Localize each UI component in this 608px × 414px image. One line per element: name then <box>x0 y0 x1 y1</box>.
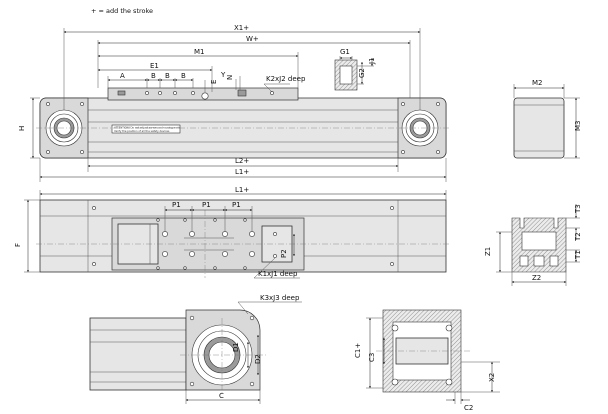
dimension-labels: X1+ W+ M1 E1 A B B B E Y N K2xJ2 deep G1… <box>14 24 582 412</box>
label-f: F <box>14 243 22 247</box>
label-m2: M2 <box>532 79 543 87</box>
label-n: N <box>226 75 234 80</box>
label-x1: X1+ <box>234 24 249 32</box>
label-y: Y <box>220 71 226 79</box>
front-view-dimensions <box>30 28 447 182</box>
label-l1-top: L1+ <box>235 168 249 176</box>
label-l2: L2+ <box>235 157 249 165</box>
stroke-note: + = add the stroke <box>91 7 153 15</box>
label-j1: J1 <box>368 57 376 65</box>
plan-view <box>36 199 450 278</box>
bore-detail <box>334 56 374 91</box>
end-view <box>513 84 580 159</box>
label-t2: T2 <box>574 232 582 242</box>
warning-line-1: ATTENTION! Do not adjust screws on housi… <box>114 126 180 130</box>
label-t1: T1 <box>574 250 582 260</box>
label-k2j2: K2xJ2 deep <box>266 75 306 83</box>
warning-line-2: Verify the position of all the safety de… <box>114 129 170 133</box>
label-x2: X2 <box>488 373 496 382</box>
label-e1: E1 <box>150 62 159 70</box>
label-p2: P2 <box>280 249 288 258</box>
profile-section <box>496 204 580 286</box>
carriage-holes <box>156 218 277 270</box>
label-c1: C1+ <box>354 343 362 358</box>
label-p1a: P1 <box>172 201 181 209</box>
label-d2: D2 <box>254 354 262 364</box>
label-z2: Z2 <box>532 274 541 282</box>
label-t3: T3 <box>574 204 582 214</box>
label-m3: M3 <box>574 121 582 132</box>
label-g1: G1 <box>340 48 350 56</box>
label-k1j1: K1xJ1 deep <box>258 270 298 278</box>
label-a: A <box>120 72 125 80</box>
front-view: ATTENTION! Do not adjust screws on housi… <box>36 87 450 159</box>
carriage-section <box>366 309 500 404</box>
label-z1: Z1 <box>484 247 492 256</box>
label-b3: B <box>181 72 186 80</box>
label-g2: G2 <box>358 68 366 78</box>
label-e: E <box>210 80 218 84</box>
label-b2: B <box>165 72 170 80</box>
label-w: W+ <box>246 35 259 43</box>
pulley-detail <box>89 301 302 404</box>
label-c2: C2 <box>464 404 473 412</box>
label-p1c: P1 <box>232 201 241 209</box>
label-m1: M1 <box>194 48 205 56</box>
label-c: C <box>219 392 224 400</box>
plan-view-dimensions <box>24 190 447 279</box>
label-d1: D1 <box>232 342 240 352</box>
label-h: H <box>18 126 26 131</box>
label-k3j3: K3xJ3 deep <box>260 294 300 302</box>
label-l1-mid: L1+ <box>235 186 249 194</box>
label-p1b: P1 <box>202 201 211 209</box>
label-c3: C3 <box>368 353 376 362</box>
label-b1: B <box>151 72 156 80</box>
